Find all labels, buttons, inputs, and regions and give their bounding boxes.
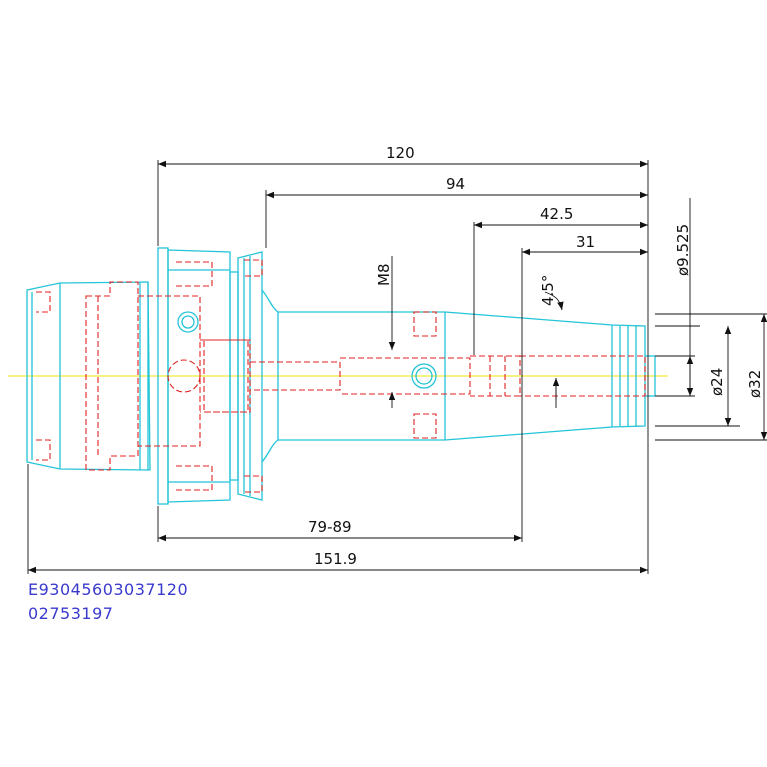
dim-79-89: 79-89: [308, 518, 352, 536]
hidden-features: [36, 259, 646, 493]
part-code-primary: E93045603037120: [28, 580, 189, 599]
dimension-lines: [27, 160, 767, 574]
dim-9-525: ø9.525: [674, 224, 692, 276]
dim-24: ø24: [708, 368, 726, 396]
dim-42-5: 42.5: [540, 205, 573, 223]
dim-4-5-deg: 4.5°: [539, 275, 557, 306]
dim-94: 94: [446, 175, 465, 193]
dimension-labels: 120 94 42.5 31 ø9.525 M8 4.5° ø24 ø32 79…: [308, 144, 764, 568]
part-code-secondary: 02753197: [28, 604, 114, 623]
dim-120: 120: [386, 144, 415, 162]
dim-31: 31: [576, 233, 595, 251]
dim-32: ø32: [746, 370, 764, 398]
dim-m8: M8: [375, 264, 393, 287]
dim-151-9: 151.9: [314, 550, 357, 568]
